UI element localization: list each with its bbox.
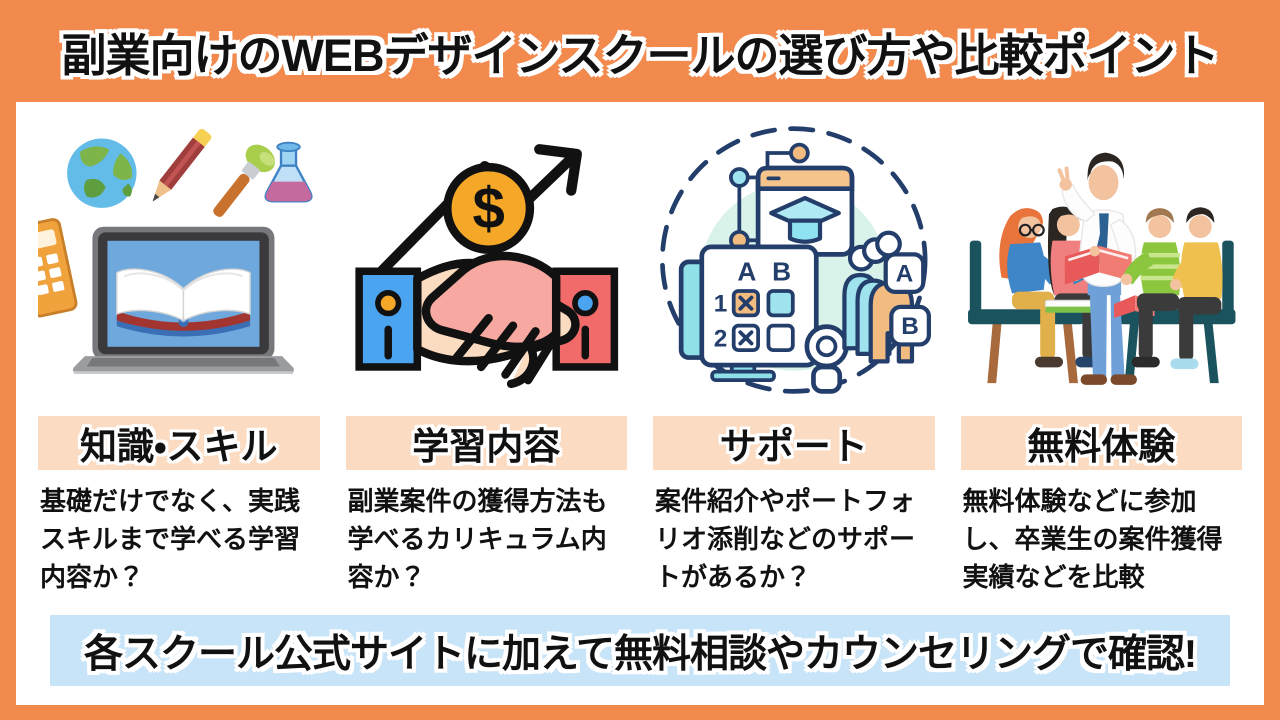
student-man-yellow-sweater [1169, 207, 1223, 370]
svg-text:A: A [896, 261, 914, 288]
column-knowledge-skill: 知識・スキル 基礎だけでなく、実践スキルまで学べる学習内容か？ [38, 114, 320, 598]
column-free-trial: 無料体験 無料体験などに参加し、卒業生の案件獲得実績などを比較 [960, 114, 1243, 598]
laptop-book-illustration [38, 114, 320, 406]
support-illustration: A B 1 2 [653, 114, 935, 406]
category-description: 基礎だけでなく、実践スキルまで学べる学習内容か？ [40, 486, 301, 592]
group-lesson-illustration [961, 114, 1243, 406]
comparison-columns: 知識・スキル 基礎だけでなく、実践スキルまで学べる学習内容か？ [38, 114, 1242, 598]
category-label-box-2: 学習内容 [345, 416, 627, 470]
svg-text:$: $ [472, 176, 504, 241]
checklist-monitor-icon: A B 1 2 [678, 244, 819, 382]
footer-banner: 各スクール公式サイトに加えて無料相談やカウンセリングで確認! [50, 615, 1230, 686]
clasped-hands-icon [412, 251, 580, 389]
svg-text:2: 2 [714, 325, 728, 352]
graduation-browser-icon [755, 165, 855, 257]
open-book-icon [116, 268, 251, 337]
pencil-icon [152, 128, 212, 202]
dollar-coin-icon: $ [442, 162, 534, 254]
laptop-icon [72, 226, 294, 375]
header-banner: 副業向けのWEBデザインスクールの選び方や比較ポイント [0, 0, 1280, 102]
category-label: 学習内容 [412, 426, 561, 467]
student-man-green-sweater [1113, 208, 1180, 368]
dashed-circle [660, 126, 928, 394]
column-curriculum: $ [345, 114, 628, 598]
calculator-icon [38, 218, 78, 318]
webcam-icon [804, 324, 849, 394]
category-label-box-4: 無料体験 [960, 416, 1242, 470]
learning-support-icon: A B 1 2 [660, 126, 931, 394]
paintbrush-icon [213, 144, 275, 217]
svg-text:B: B [901, 313, 919, 340]
flask-icon [264, 141, 313, 203]
svg-text:B: B [772, 257, 791, 287]
money-handshake-icon: $ [354, 144, 618, 389]
handshake-illustration: $ [346, 114, 628, 406]
globe-icon [67, 138, 137, 208]
svg-text:A: A [737, 257, 756, 287]
svg-text:1: 1 [714, 291, 728, 318]
instructor [1057, 152, 1137, 385]
left-sleeve-icon [354, 267, 421, 371]
group-lesson-icon [967, 152, 1235, 385]
category-label: サポート [719, 426, 868, 467]
category-label: 知識・スキル [79, 426, 278, 467]
ab-option-tags: A B [883, 252, 931, 347]
category-description: 無料体験などに参加し、卒業生の案件獲得実績などを比較 [962, 486, 1223, 592]
left-bench [967, 240, 1084, 384]
category-label-box-1: 知識・スキル [38, 416, 320, 470]
category-description: 案件紹介やポートフォリオ添削などのサポートがあるか？ [655, 486, 916, 592]
footer-note: 各スクール公式サイトに加えて無料相談やカウンセリングで確認! [83, 632, 1197, 676]
content-area: 知識・スキル 基礎だけでなく、実践スキルまで学べる学習内容か？ [16, 102, 1264, 705]
column-support: A B 1 2 [653, 114, 935, 598]
category-label: 無料体験 [1027, 426, 1176, 467]
category-label-box-3: サポート [653, 416, 935, 470]
laptop-open-book-icon [38, 128, 313, 375]
category-description: 副業案件の獲得方法も学べるカリキュラム内容か？ [347, 486, 608, 592]
page-title: 副業向けのWEBデザインスクールの選び方や比較ポイント [61, 29, 1219, 81]
